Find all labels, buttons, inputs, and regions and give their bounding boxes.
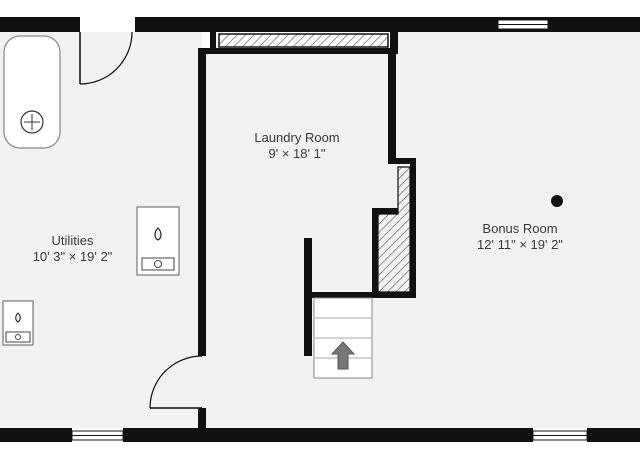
- bonus-room-floor: [398, 32, 640, 428]
- room-dimensions: 9' × 18' 1": [268, 146, 326, 161]
- furnace-icon: [2, 300, 34, 346]
- room-label-laundry-room: Laundry Room 9' × 18' 1": [240, 130, 354, 162]
- room-dimensions: 10' 3" × 19' 2": [32, 249, 113, 264]
- window: [71, 430, 124, 441]
- hatched-storage: [218, 33, 389, 48]
- room-name: Bonus Room: [482, 221, 558, 236]
- stair-direction-arrow-icon: [330, 341, 356, 370]
- window: [532, 430, 588, 441]
- room-name: Laundry Room: [254, 130, 340, 145]
- floor-drain-icon: [551, 195, 563, 207]
- room-dimensions: 12' 11" × 19' 2": [477, 237, 563, 252]
- water-heater-icon: [3, 35, 61, 149]
- room-label-bonus-room: Bonus Room 12' 11" × 19' 2": [460, 221, 580, 253]
- room-name: Utilities: [51, 233, 94, 248]
- room-label-utilities: Utilities 10' 3" × 19' 2": [20, 233, 125, 265]
- window: [497, 19, 549, 30]
- door: [79, 31, 133, 85]
- door: [149, 355, 203, 409]
- interior-walls: [198, 32, 416, 428]
- hatched-storage: [377, 166, 411, 293]
- stairs: [313, 297, 373, 379]
- furnace-icon: [136, 206, 180, 276]
